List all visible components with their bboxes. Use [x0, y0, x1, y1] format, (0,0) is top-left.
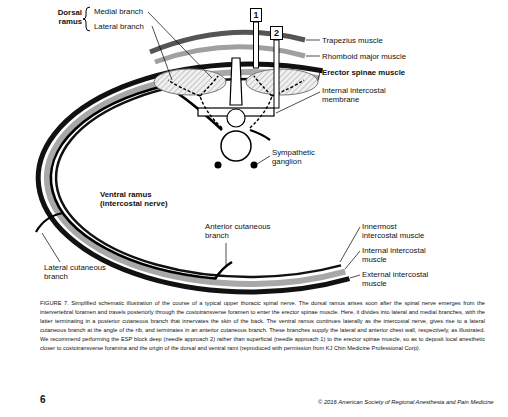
copyright-note: © 2016 American Society of Regional Anes… — [318, 398, 494, 407]
branch-label: Lateral cutaneous branch — [44, 263, 118, 281]
branch-label: Medial branch — [94, 7, 164, 16]
dorsal-rami — [168, 76, 304, 128]
figure-caption: FIGURE 7. Simplified schematic illustrat… — [40, 299, 485, 353]
nerve-label: Ventral ramus (intercostal nerve) — [100, 190, 182, 208]
bracket-label: Dorsal ramus — [36, 8, 82, 26]
muscle-label: Innermost intercostal muscle — [362, 222, 434, 240]
external-intercostal-ring — [38, 64, 349, 292]
muscle-label: Rhomboid major muscle — [322, 52, 442, 61]
callout-number: 2 — [274, 28, 279, 38]
callout-number: 1 — [253, 10, 258, 20]
vertebral-body — [221, 131, 251, 161]
erector-spinae-left — [154, 69, 226, 95]
rhomboid-band — [155, 47, 305, 62]
page-number: 6 — [40, 394, 60, 406]
muscle-label: External intercostal muscle — [362, 270, 434, 288]
muscle-label: Internal intercostal muscle — [362, 246, 434, 264]
membrane-label: Internal intercostal membrane — [322, 86, 404, 104]
muscle-label: Trapezius muscle — [322, 36, 442, 45]
needle-1 — [254, 22, 259, 68]
callout-box: 2 — [270, 26, 283, 40]
branch-label: Lateral branch — [94, 22, 164, 31]
sympathetic-ganglion-dot — [251, 162, 258, 169]
branch-label: Anterior cutaneous branch — [205, 222, 281, 240]
bracket — [83, 7, 90, 31]
ventral-ramus-stub — [250, 130, 270, 140]
sympathetic-ganglion-dot — [215, 162, 222, 169]
lateral-cutaneous-nerve — [36, 213, 63, 232]
erector-spinae-right — [246, 69, 318, 95]
internal-intercostal-ring — [47, 72, 345, 284]
ganglion-label: Sympathetic ganglion — [272, 148, 332, 166]
muscle-label: Erector spinae muscle — [322, 68, 442, 77]
spinous-process — [230, 58, 242, 105]
leader-lines — [42, 12, 360, 278]
innermost-intercostal-ring — [56, 79, 341, 277]
callout-box: 1 — [250, 8, 262, 22]
needle-2 — [274, 40, 279, 108]
spinal-canal — [227, 109, 245, 127]
